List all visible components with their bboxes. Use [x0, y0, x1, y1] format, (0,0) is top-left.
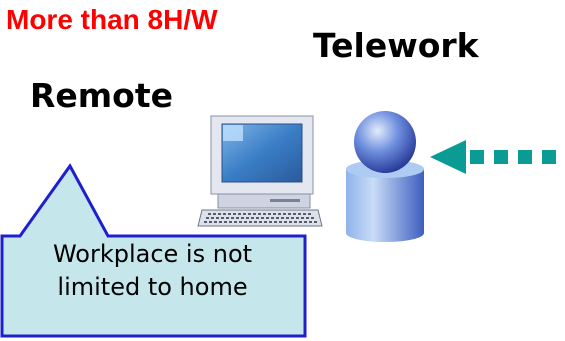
person-head — [354, 111, 416, 173]
callout-line-2: limited to home — [57, 273, 248, 301]
computer-base — [217, 193, 311, 209]
telework-label: Telework — [313, 26, 479, 65]
keyboard — [197, 209, 323, 227]
arrow-left-icon — [430, 140, 556, 174]
person-icon — [346, 111, 424, 242]
computer-icon — [197, 115, 323, 227]
remote-label: Remote — [30, 76, 174, 115]
callout-shape — [0, 163, 307, 338]
callout-line-1: Workplace is not — [52, 240, 253, 268]
headline: More than 8H/W — [6, 4, 218, 35]
callout-text: Workplace is not limited to home — [0, 238, 305, 304]
person-body — [346, 169, 424, 242]
screen-highlight — [223, 125, 243, 141]
drive-slot — [270, 199, 300, 202]
